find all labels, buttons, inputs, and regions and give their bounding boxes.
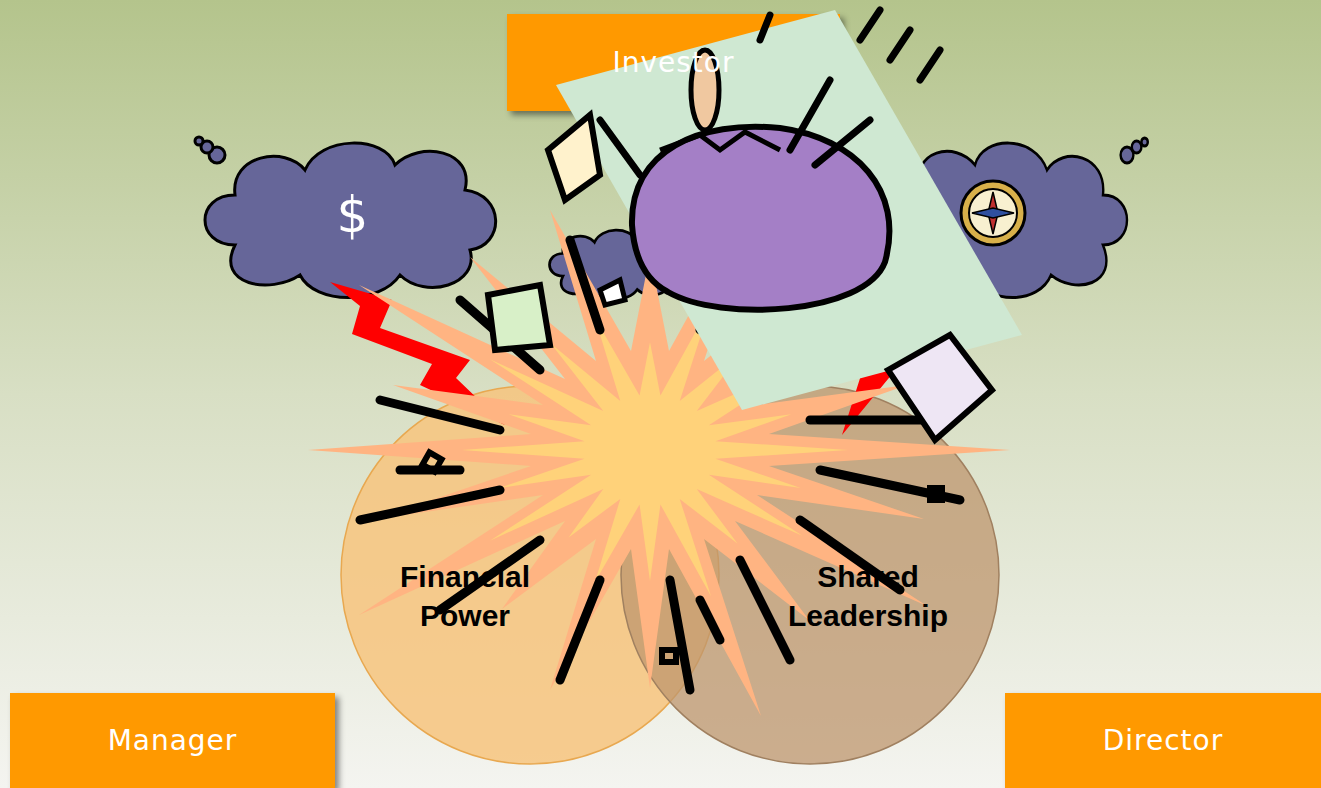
cloud-symbol: $ bbox=[195, 125, 510, 305]
circle-shape bbox=[621, 386, 999, 764]
money-cloud: $ bbox=[195, 125, 510, 305]
role-box: Investor bbox=[507, 14, 840, 111]
role-box: Manager bbox=[10, 693, 335, 788]
paper-scrap bbox=[600, 280, 625, 305]
circle-label: Shared Leadership bbox=[773, 557, 963, 635]
box-label: Investor bbox=[612, 46, 734, 79]
purple-body bbox=[632, 127, 889, 310]
circle-outline bbox=[620, 385, 1000, 765]
collar bbox=[660, 132, 780, 150]
paper-scrap bbox=[548, 115, 600, 200]
paper-scrap bbox=[488, 285, 550, 350]
middle-cloud bbox=[550, 230, 681, 299]
cloud-puff bbox=[195, 137, 203, 145]
box-label: Director bbox=[1103, 724, 1223, 757]
role-box: Director bbox=[1005, 693, 1321, 788]
venn-circle: Shared Leadership bbox=[620, 385, 1000, 765]
circle-label: Financial Power bbox=[380, 557, 550, 635]
box-label: Manager bbox=[108, 724, 238, 757]
compass-icon bbox=[945, 181, 1025, 255]
right-cloud bbox=[894, 138, 1147, 298]
